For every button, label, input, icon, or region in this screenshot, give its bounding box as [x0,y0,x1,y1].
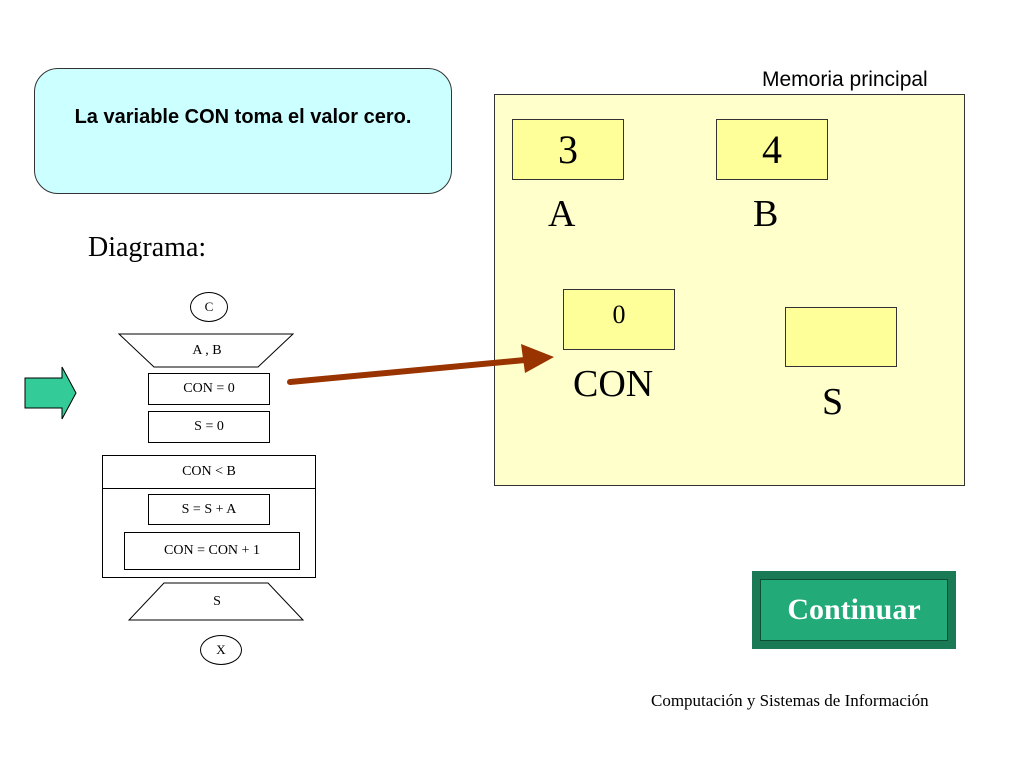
continue-button[interactable]: Continuar [752,571,956,649]
memory-cell-b-label: B [753,193,779,235]
memory-cell-b-value: 4 [762,127,782,172]
start-label: C [204,299,214,314]
current-step-arrow-icon [24,366,77,420]
loop-condition: CON < B [102,455,316,489]
end-label: X [216,642,226,657]
message-text: La variable CON toma el valor cero. [74,106,412,128]
input-label: A , B [192,343,222,358]
continue-button-face[interactable]: Continuar [760,579,948,641]
assign-con-step: CON = 0 [148,373,270,405]
memory-cell-b: 4 [716,119,828,180]
assign-con-label: CON = 0 [183,381,235,396]
footer-text: Computación y Sistemas de Información [651,691,929,710]
diagram-title: Diagrama: [88,232,207,263]
end-connector: X [200,635,242,665]
output-shape [128,582,305,621]
assign-s-label: S = 0 [194,419,224,434]
memory-cell-con-value: 0 [612,300,626,329]
memory-cell-s [785,307,897,367]
memory-cell-con-label: CON [573,363,654,405]
sum-step-label: S = S + A [181,501,237,517]
memory-cell-a-label: A [548,193,576,235]
memory-cell-a: 3 [512,119,624,180]
memory-cell-s-label: S [822,381,844,423]
start-connector: C [190,292,228,322]
output-label: S [213,594,221,609]
memory-link-arrow-icon [287,344,554,385]
sum-step: S = S + A [148,494,270,525]
continue-button-label: Continuar [787,593,921,626]
loop-condition-label: CON < B [182,464,236,479]
memory-cell-a-value: 3 [558,127,578,172]
assign-s-step: S = 0 [148,411,270,443]
memory-title: Memoria principal [762,68,928,91]
memory-cell-con: 0 [563,289,675,350]
message-callout [34,68,452,194]
increment-step-label: CON = CON + 1 [164,543,260,558]
increment-step: CON = CON + 1 [124,532,300,570]
input-shape [118,333,295,368]
